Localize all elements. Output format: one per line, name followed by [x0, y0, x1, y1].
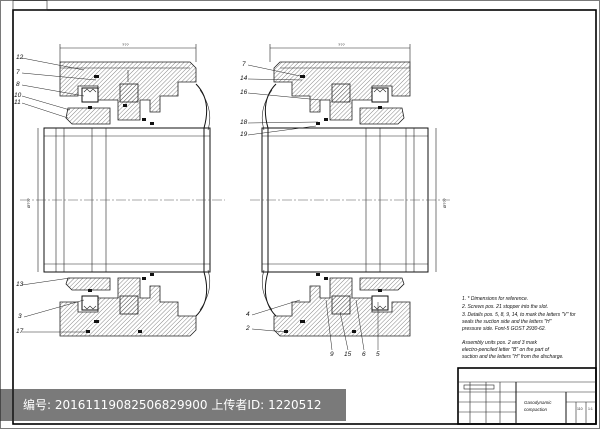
label-right-bottom-3: 9 — [330, 351, 334, 358]
label-right-top-4: 18 — [240, 119, 248, 126]
label-left-5: 11 — [14, 99, 21, 106]
right-part-labels: 7 14 16 18 19 4 2 9 15 6 5 — [240, 61, 380, 358]
dim-top-right: ??? — [338, 42, 345, 47]
title-sheet: 110 — [577, 407, 583, 411]
dim-dia-right: Ø??? — [442, 197, 447, 208]
label-right-bottom-4: 15 — [344, 351, 352, 358]
technical-notes: 1. * Dimensions for reference. 2. Screws… — [461, 296, 576, 360]
label-left-1: 12 — [16, 54, 24, 61]
watermark-banner: 编号: 20161119082506829900 上传者ID: 1220512 — [0, 389, 346, 421]
note-line-4: seals the suction side and the letters "… — [462, 319, 552, 325]
note-line-2: 2. Screws pos. 21 stopper into the slot. — [461, 304, 548, 310]
label-right-top-1: 7 — [242, 61, 246, 68]
note-line-8: suction and the letters "H" from the dis… — [462, 354, 564, 360]
label-right-bottom-6: 5 — [376, 351, 380, 358]
watermark-uploader-value: 1220512 — [268, 398, 322, 412]
label-left-3: 8 — [16, 81, 20, 88]
title-scale: 1:1 — [588, 407, 593, 411]
note-line-7: electro-penciled letter "B" on the part … — [462, 347, 550, 353]
label-left-4: 10 — [14, 92, 22, 99]
watermark-id-label: 编号: — [23, 398, 52, 412]
note-line-3: 3. Details pos. 5, 8, 9, 14, to mark the… — [462, 312, 576, 318]
title-name-line2: compaction — [524, 407, 548, 412]
note-line-5: pressure side. Font-5 GOST 2930-62. — [461, 326, 546, 332]
right-section-view: ??? Ø??? — [250, 42, 450, 337]
label-left-8: 17 — [16, 328, 24, 335]
watermark-uploader-label: 上传者ID: — [211, 398, 265, 412]
label-right-bottom-5: 6 — [362, 351, 366, 358]
label-left-7: 3 — [18, 313, 22, 320]
label-right-bottom-1: 4 — [246, 311, 250, 318]
label-left-6: 13 — [16, 281, 24, 288]
label-right-bottom-2: 2 — [245, 325, 250, 332]
label-right-top-5: 19 — [240, 131, 248, 138]
note-line-1: 1. * Dimensions for reference. — [462, 296, 528, 302]
label-left-2: 7 — [16, 69, 20, 76]
dim-top-left: ??? — [122, 42, 129, 47]
title-block: Gasodynamic compaction 110 1:1 — [457, 367, 597, 425]
title-name-line1: Gasodynamic — [524, 400, 552, 405]
watermark-id-value: 20161119082506829900 — [54, 398, 208, 412]
left-part-labels: 12 7 8 10 11 13 3 17 — [14, 54, 97, 335]
note-line-6: Assembly units pos. 2 and 3 mark — [461, 340, 538, 346]
dim-dia-left: Ø??? — [26, 197, 31, 208]
label-right-top-2: 14 — [240, 75, 248, 82]
left-section-view: ??? — [20, 42, 225, 337]
label-right-top-3: 16 — [240, 89, 248, 96]
